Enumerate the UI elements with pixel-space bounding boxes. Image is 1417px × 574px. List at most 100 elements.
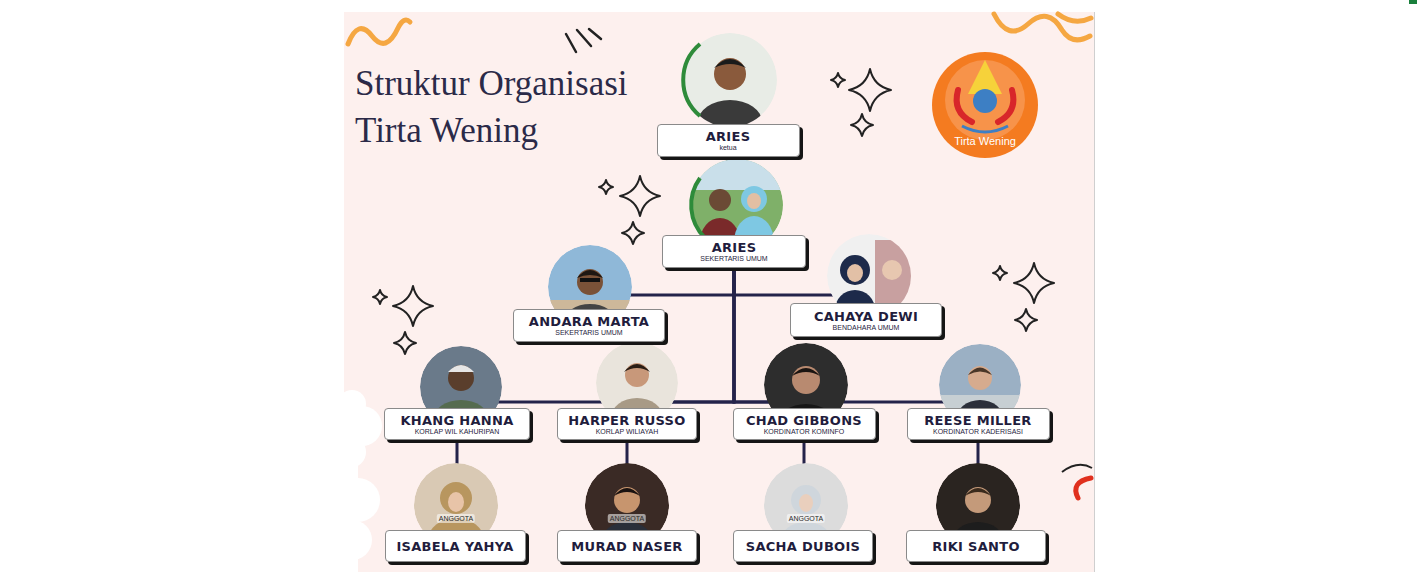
sparkle (1015, 309, 1037, 331)
logo-figure (957, 90, 972, 122)
sparkle (851, 114, 873, 136)
person-box: ISABELA YAHYA (385, 530, 526, 562)
person-name: ARIES (706, 129, 751, 144)
sparkle (831, 73, 845, 87)
decoration-shape (625, 363, 649, 387)
person-box: MURAD NASER (557, 530, 697, 562)
decoration-shape (791, 485, 821, 515)
logo-drop (973, 89, 997, 113)
decoration-shape (577, 270, 603, 278)
person-name: ANDARA MARTA (529, 314, 649, 329)
decoration-shape (799, 494, 813, 512)
decoration-shape (847, 264, 863, 282)
decoration-shape (440, 482, 472, 514)
person-box: SACHA DUBOIS (733, 530, 873, 562)
swirl-line (1076, 478, 1091, 498)
logo-wave (962, 126, 1008, 132)
portrait (764, 343, 848, 444)
person-name: HARPER RUSSO (568, 413, 685, 428)
person-role: KORLAP WIL KAHURIPAN (415, 428, 500, 436)
person-name: MURAD NASER (571, 539, 682, 554)
panel-edge (1094, 12, 1095, 572)
logo-flame (968, 60, 1002, 94)
clouds (332, 390, 382, 572)
sparkle (620, 176, 660, 216)
decoration-shape (968, 366, 992, 390)
person-name: REESE MILLER (924, 413, 1031, 428)
person-role: KORLAP WILIAYAH (596, 428, 659, 436)
person-role: ketua (719, 144, 736, 152)
person-name: RIKI SANTO (932, 539, 1020, 554)
decoration-shape (448, 365, 474, 391)
swirl-line (1062, 465, 1092, 472)
sparkle (993, 266, 1007, 280)
logo-inner (945, 60, 1025, 140)
member-tag: ANGGOTA (787, 514, 825, 523)
decoration-shape (792, 368, 820, 376)
decoration-shape (965, 488, 991, 496)
person-box: ARIESSEKERTARIS UMUM (662, 235, 806, 268)
decoration-shape (580, 278, 600, 282)
cloud-body (344, 400, 358, 572)
sparkle (622, 222, 644, 244)
portrait-rim (691, 178, 705, 238)
burst (566, 29, 601, 52)
person-box: REESE MILLERKORDINATOR KADERISASI (907, 408, 1050, 440)
logo (932, 52, 1038, 158)
person-name: ISABELA YAHYA (396, 539, 513, 554)
person-box: RIKI SANTO (906, 530, 1046, 562)
pink-panel (344, 12, 1094, 572)
decoration-shape (965, 487, 991, 513)
person-box: CHAD GIBBONSKORDINATOR KOMINFO (733, 408, 876, 440)
person-name: CAHAYA DEWI (814, 309, 918, 324)
person-role: BENDAHARA UMUM (833, 324, 900, 332)
decoration-shape (614, 487, 640, 513)
swirl (1062, 465, 1092, 498)
logo-disc (932, 52, 1038, 158)
logo-figure (998, 90, 1013, 122)
person-name: SACHA DUBOIS (746, 539, 861, 554)
sparkle (1014, 263, 1054, 303)
person-name: KHANG HANNA (400, 413, 513, 428)
decoration-shape (968, 368, 992, 376)
diagram-title: Struktur Organisasi Tirta Wening (355, 60, 685, 154)
decoration-shape (840, 255, 870, 285)
person-box: KHANG HANNAKORLAP WIL KAHURIPAN (384, 408, 530, 440)
person-box: ARIESketua (657, 124, 800, 157)
decoration-shape (792, 366, 820, 394)
decoration-shape (747, 193, 761, 209)
corner-mark (1409, 0, 1417, 4)
decoration-shape (714, 59, 746, 68)
sparkle (393, 286, 433, 326)
squiggle (1058, 14, 1091, 21)
squiggle (348, 20, 410, 44)
portrait-rim (683, 44, 700, 116)
decoration-shape (690, 160, 785, 190)
sparkle (599, 180, 613, 194)
decoration-shape (448, 365, 474, 372)
person-box: HARPER RUSSOKORLAP WILIAYAH (557, 408, 697, 440)
person-name: CHAD GIBBONS (746, 413, 862, 428)
logo-text: Tirta Wening (954, 135, 1016, 148)
person-box: CAHAYA DEWIBENDAHARA UMUM (790, 303, 942, 337)
sparkle (394, 332, 416, 354)
decoration-shape (614, 488, 640, 496)
person-role: SEKERTARIS UMUM (700, 255, 767, 263)
person-role: KORDINATOR KADERISASI (933, 428, 1023, 436)
decoration-shape (624, 364, 650, 372)
sparkle (849, 69, 891, 111)
decoration-shape (882, 260, 902, 280)
squiggle (994, 14, 1090, 40)
decoration-shape (741, 186, 767, 212)
decoration-shape (448, 492, 464, 512)
decoration-shape (577, 269, 603, 295)
decoration-shape (709, 189, 731, 211)
sparkle (373, 290, 387, 304)
person-role: SEKERTARIS UMUM (555, 329, 622, 337)
person-box: ANDARA MARTASEKERTARIS UMUM (513, 309, 665, 342)
person-role: KORDINATOR KOMINFO (764, 428, 845, 436)
member-tag: ANGGOTA (608, 514, 646, 523)
burst-lines (566, 29, 601, 52)
